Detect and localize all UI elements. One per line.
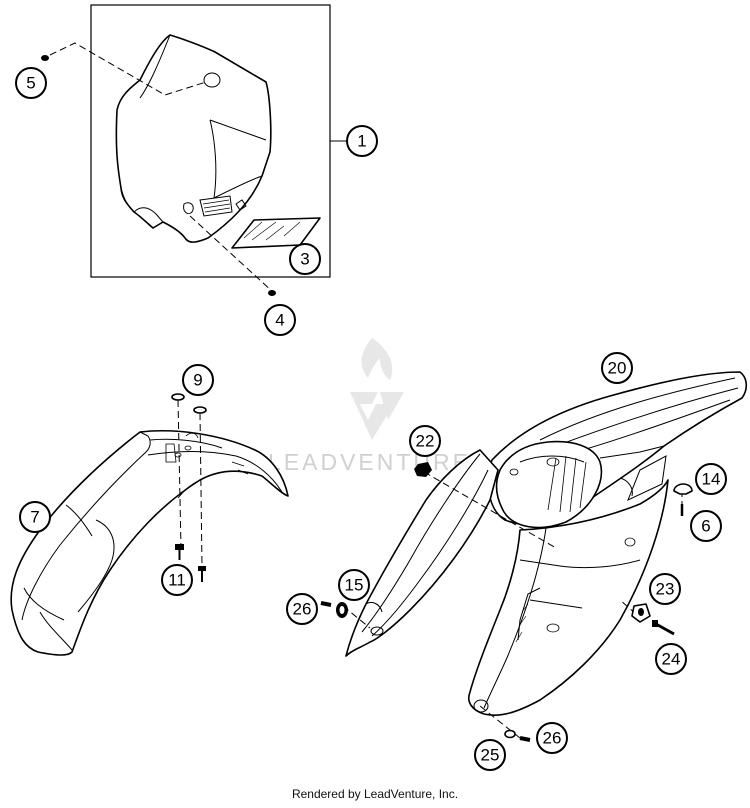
flame-logo-icon — [350, 338, 404, 440]
callout-14-label: 14 — [702, 470, 721, 489]
washer-25-icon — [504, 729, 516, 739]
callout-11: 11 — [161, 564, 193, 596]
callout-20-label: 20 — [608, 359, 627, 378]
callout-1-label: 1 — [357, 132, 366, 151]
callout-6: 6 — [690, 510, 722, 542]
callout-4-label: 4 — [275, 311, 284, 330]
callout-25: 25 — [474, 739, 506, 771]
leader-line-4 — [189, 215, 274, 293]
leader-line-11a — [177, 399, 182, 549]
grommet-14-icon — [673, 483, 693, 495]
front-fender — [10, 430, 289, 656]
callout-26-right: 26 — [536, 722, 568, 754]
washer-9a-icon — [171, 393, 185, 401]
callout-3-label: 3 — [300, 250, 309, 269]
bolt-11b-icon — [198, 566, 206, 582]
callout-1: 1 — [346, 125, 378, 157]
callout-4: 4 — [264, 304, 296, 336]
callout-5: 5 — [15, 67, 47, 99]
callout-15-label: 15 — [345, 576, 364, 595]
callout-25-label: 25 — [481, 746, 500, 765]
bush-15-icon — [336, 602, 348, 618]
leader-line-25 — [479, 705, 521, 739]
callout-15: 15 — [338, 569, 370, 601]
leader-line-11b — [199, 412, 203, 567]
footer-credit: Rendered by LeadVenture, Inc. — [292, 787, 458, 801]
leadventure-watermark: LEADVENTURE — [268, 338, 471, 475]
callout-26-right-label: 26 — [543, 729, 562, 748]
screw-26a-icon — [320, 601, 332, 607]
callout-9: 9 — [182, 364, 214, 396]
callout-7-label: 7 — [30, 508, 39, 527]
number-plate — [115, 34, 272, 243]
callout-26-left-label: 26 — [293, 600, 312, 619]
callout-7: 7 — [19, 501, 51, 533]
callout-22: 22 — [409, 425, 441, 457]
washer-9b-icon — [193, 406, 207, 414]
callout-6-label: 6 — [701, 517, 710, 536]
watermark-text: LEADVENTURE — [268, 449, 471, 475]
callout-24: 24 — [655, 643, 687, 675]
callout-3: 3 — [289, 243, 321, 275]
leader-line-22 — [423, 471, 557, 549]
screw-4-icon — [268, 290, 276, 296]
callout-11-label: 11 — [168, 571, 186, 590]
bolt-11a-icon — [175, 544, 184, 560]
leader-line-5 — [49, 42, 207, 96]
bush-23-icon — [631, 603, 651, 623]
callout-5-label: 5 — [26, 74, 35, 93]
number-plate-decal — [231, 217, 321, 249]
callout-26-left: 26 — [286, 593, 318, 625]
callout-22-label: 22 — [416, 432, 435, 451]
callout-23-label: 23 — [656, 580, 675, 599]
callout-9-label: 9 — [193, 371, 202, 390]
callout-23: 23 — [649, 573, 681, 605]
screw-26b-icon — [519, 736, 531, 742]
callout-14: 14 — [695, 463, 727, 495]
rear-fender — [345, 371, 748, 716]
screw-5-icon — [41, 55, 49, 61]
nut-22-icon — [414, 462, 432, 477]
callout-20: 20 — [601, 352, 633, 384]
callout-24-label: 24 — [662, 650, 681, 669]
screw-24-icon — [652, 620, 675, 636]
